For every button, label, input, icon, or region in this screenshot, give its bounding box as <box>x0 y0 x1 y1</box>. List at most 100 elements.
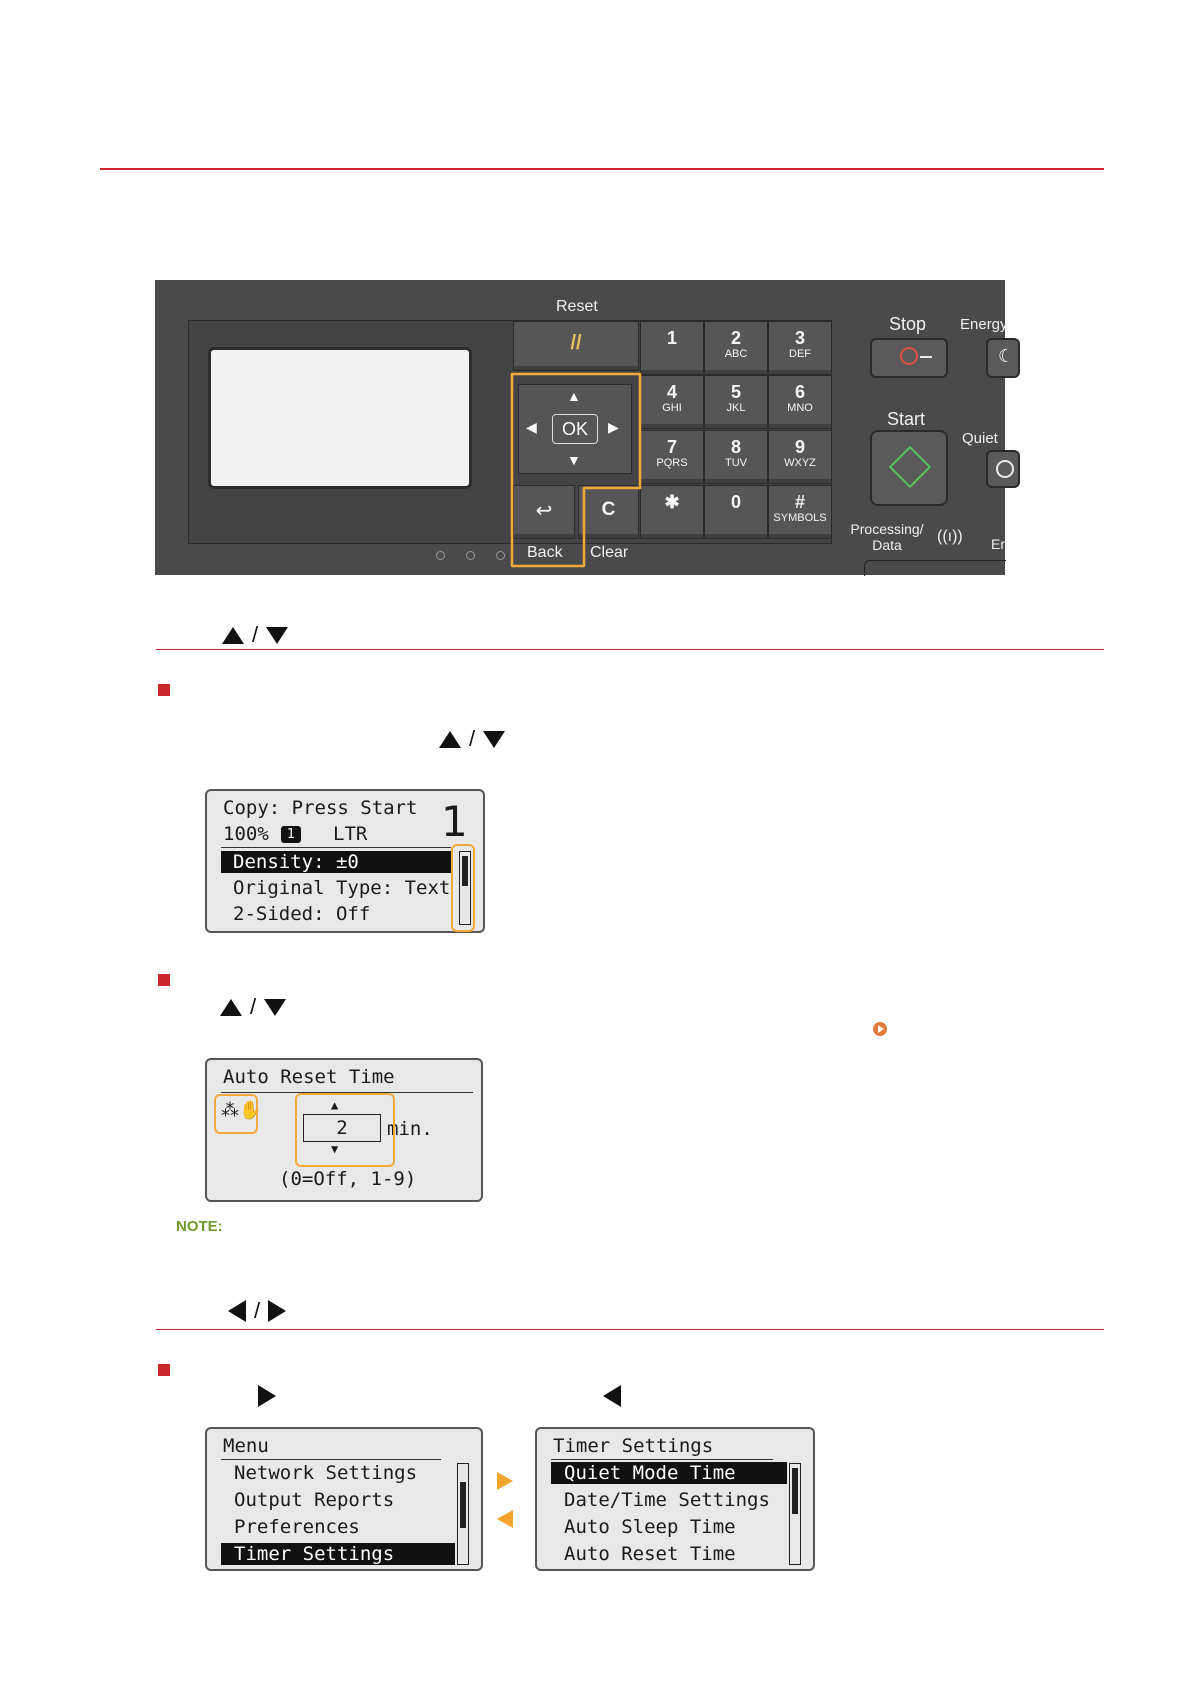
value-range: (0=Off, 1-9) <box>279 1168 417 1190</box>
copy-status: Copy: Press Start <box>223 797 418 819</box>
divider <box>221 1092 473 1093</box>
ok-button[interactable]: OK <box>552 414 598 444</box>
key-digit: 4 <box>666 382 677 402</box>
menu-item-output-reports[interactable]: Output Reports <box>234 1489 395 1511</box>
numeric-keys-icon: ⁂✋ <box>221 1100 262 1121</box>
divider <box>221 1459 441 1460</box>
key-0-button[interactable]: 0 <box>704 485 768 539</box>
lcd-timer-settings-screen: Timer Settings Quiet Mode Time Date/Time… <box>535 1427 815 1571</box>
energy-icon: ☾ <box>998 346 1015 366</box>
back-button[interactable]: ↩ <box>513 485 575 539</box>
key-letters: DEF <box>789 348 811 360</box>
key-1-button[interactable]: 1 <box>640 321 704 375</box>
next-screen-arrow-icon <box>497 1472 513 1490</box>
key-asterisk-button[interactable]: ✱ <box>640 485 704 539</box>
time-value-field[interactable]: 2 <box>303 1114 381 1142</box>
slash-separator: / <box>469 726 476 751</box>
start-button[interactable] <box>870 430 948 506</box>
time-unit: min. <box>387 1118 433 1140</box>
back-icon: ↩ <box>535 500 553 522</box>
key-letters: JKL <box>726 402 746 414</box>
section-bullet <box>158 684 170 696</box>
scrollbar[interactable] <box>789 1463 801 1565</box>
panel-recess <box>864 560 1006 576</box>
decrease-arrow-icon[interactable]: ▼ <box>331 1142 339 1156</box>
down-arrow-button[interactable]: ▼ <box>567 452 581 468</box>
heading-rule <box>100 168 1104 170</box>
indicator-led <box>466 551 475 560</box>
energy-saver-button[interactable]: ☾ <box>986 338 1020 378</box>
key-digit: 2 <box>730 328 741 348</box>
slash-separator: / <box>250 994 257 1019</box>
clear-button[interactable]: C <box>578 485 639 539</box>
numeric-keys-highlight <box>214 1094 258 1134</box>
lcd-copy-screen: Copy: Press Start 100% 1 LTR 1 Density: … <box>205 789 485 933</box>
key-digit: 3 <box>794 328 805 348</box>
reset-button[interactable]: // <box>513 321 639 371</box>
paper-size: LTR <box>333 823 368 845</box>
menu-item-auto-sleep-time[interactable]: Auto Sleep Time <box>564 1516 736 1538</box>
slash-separator: / <box>252 622 259 647</box>
key-hash-button[interactable]: #SYMBOLS <box>768 485 832 539</box>
menu-item-quiet-mode-time[interactable]: Quiet Mode Time <box>551 1462 787 1484</box>
start-label: Start <box>887 409 926 429</box>
menu-row-2-sided[interactable]: 2-Sided: Off <box>233 903 371 925</box>
key-letters: TUV <box>725 457 747 469</box>
key-letters: SYMBOLS <box>773 512 827 524</box>
lcd-auto-reset-screen: Auto Reset Time ⁂✋ ▲ 2 ▼ min. (0=Off, 1-… <box>205 1058 483 1202</box>
scrollbar-highlight <box>451 844 475 932</box>
section-bullet <box>158 1364 170 1376</box>
key-digit: 0 <box>730 492 741 512</box>
divider <box>221 847 451 848</box>
link-arrow-icon[interactable] <box>873 1022 887 1036</box>
panel-display <box>208 347 472 489</box>
left-arrow-button[interactable]: ◀ <box>526 419 537 435</box>
reset-icon: // <box>570 332 582 354</box>
key-digit: # <box>794 492 805 512</box>
error-label: Er <box>991 536 1005 552</box>
scrollbar[interactable] <box>459 851 471 925</box>
quiet-mode-button[interactable] <box>986 450 1020 488</box>
screen-title: Menu <box>223 1435 269 1457</box>
down-triangle-icon <box>483 730 506 748</box>
up-triangle-icon <box>222 626 244 644</box>
up-triangle-icon <box>220 998 242 1016</box>
up-down-keys-indicator: / <box>220 994 287 1019</box>
section-rule <box>156 649 1104 650</box>
up-down-keys-indicator: / <box>439 726 506 751</box>
reset-label: Reset <box>556 298 598 315</box>
quiet-label: Quiet <box>962 430 998 447</box>
left-triangle-icon <box>603 1385 621 1407</box>
down-triangle-icon <box>266 626 289 644</box>
menu-item-preferences[interactable]: Preferences <box>234 1516 360 1538</box>
down-triangle-icon <box>264 998 287 1016</box>
menu-row-density[interactable]: Density: ±0 <box>221 851 453 873</box>
processing-data-label: Processing/ Data <box>850 521 924 553</box>
right-triangle-icon <box>268 1300 287 1322</box>
menu-item-auto-reset-time[interactable]: Auto Reset Time <box>564 1543 736 1565</box>
section-rule <box>156 1329 1104 1330</box>
right-arrow-button[interactable]: ▶ <box>608 419 619 435</box>
menu-row-original-type[interactable]: Original Type: Text <box>233 877 451 899</box>
divider <box>551 1459 773 1460</box>
clear-label: Clear <box>590 544 629 561</box>
stop-button[interactable] <box>870 338 948 378</box>
right-triangle-icon <box>258 1385 276 1407</box>
menu-item-network-settings[interactable]: Network Settings <box>234 1462 418 1484</box>
up-arrow-button[interactable]: ▲ <box>567 388 581 404</box>
scrollbar[interactable] <box>457 1463 469 1565</box>
indicator-led <box>436 551 445 560</box>
key-digit: 1 <box>666 328 677 348</box>
menu-item-date-time-settings[interactable]: Date/Time Settings <box>564 1489 770 1511</box>
menu-item-timer-settings[interactable]: Timer Settings <box>221 1543 455 1565</box>
key-digit: 6 <box>794 382 805 402</box>
increase-arrow-icon[interactable]: ▲ <box>331 1098 339 1112</box>
